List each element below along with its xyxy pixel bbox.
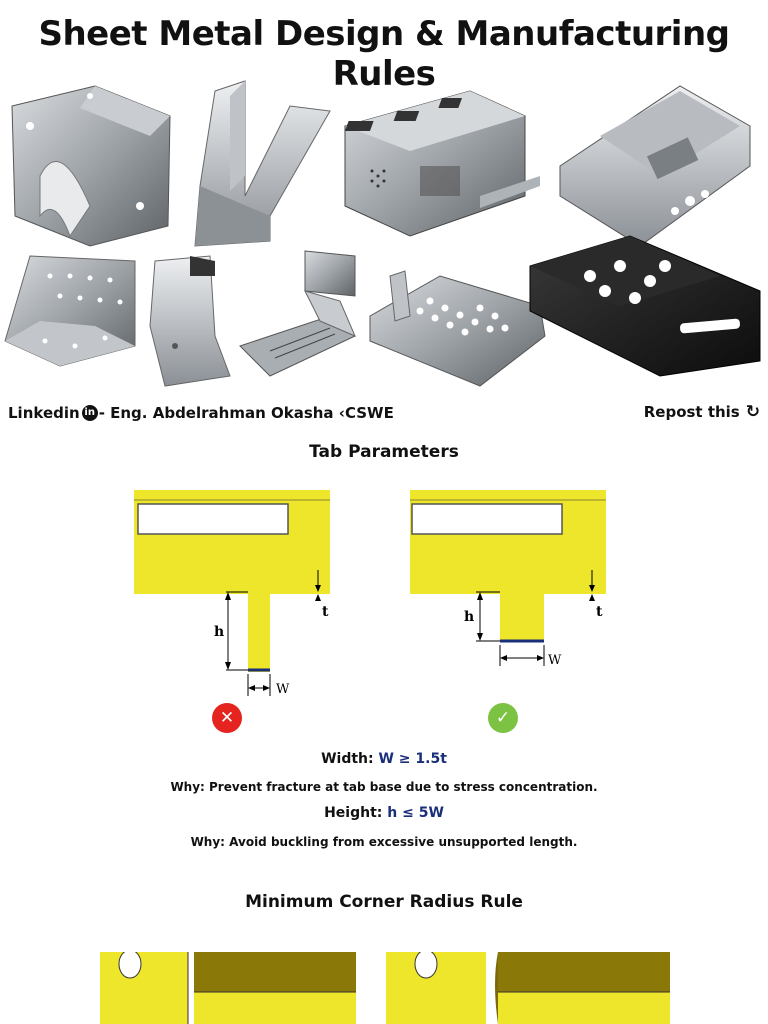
corner-radius-title: Minimum Corner Radius Rule <box>245 892 523 912</box>
part-photo-perforated-cover <box>369 270 546 387</box>
height-why: Why: Avoid buckling from excessive unsup… <box>190 835 578 849</box>
corner-diagram-right <box>386 952 670 1024</box>
repost-icon: ↻ <box>745 402 760 422</box>
width-rule: Width: W ≥ 1.5t <box>0 751 768 767</box>
sheet-metal-photo-grid <box>0 76 768 396</box>
tab-diagram-bad: h t W <box>134 490 330 697</box>
corner-diagram-left <box>100 952 356 1024</box>
linkedin-label: Linkedin <box>8 404 80 422</box>
linkedin-icon[interactable]: in <box>81 405 98 421</box>
height-rule-value: h ≤ 5W <box>387 805 444 821</box>
part-photo-bracket <box>11 85 171 247</box>
page-title: Sheet Metal Design & Manufacturing Rules <box>38 14 730 94</box>
part-photo-channel <box>194 80 331 247</box>
author-credit: Linkedin in - Eng. Abdelrahman Okasha ‹C… <box>8 404 394 422</box>
part-photo-vertical-bracket <box>149 255 231 387</box>
part-photo-angle-bracket <box>4 255 136 367</box>
good-t-label: t <box>596 604 603 620</box>
height-rule: Height: h ≤ 5W <box>0 805 768 821</box>
part-photo-hinge-bracket <box>239 250 356 377</box>
repost-link[interactable]: Repost this ↻ <box>644 402 760 422</box>
width-rule-label: Width: <box>321 751 374 767</box>
bad-design-x-icon: ✕ <box>212 703 242 733</box>
repost-label: Repost this <box>643 403 740 421</box>
width-why: Why: Prevent fracture at tab base due to… <box>170 780 598 794</box>
height-rule-label: Height: <box>324 805 383 821</box>
width-rule-value: W ≥ 1.5t <box>378 751 447 767</box>
good-w-label: W <box>548 653 562 668</box>
author-name: - Eng. Abdelrahman Okasha ‹CSWE <box>98 404 394 422</box>
tab-parameters-title: Tab Parameters <box>309 442 459 462</box>
bad-w-label: W <box>276 682 290 697</box>
part-photo-drive-tray <box>529 235 761 377</box>
bad-t-label: t <box>322 604 329 620</box>
good-design-check-icon: ✓ <box>488 703 518 733</box>
good-h-label: h <box>464 609 474 625</box>
part-photo-chassis <box>559 85 751 247</box>
part-photo-enclosure <box>344 90 540 237</box>
tab-diagram-good: h t W <box>410 490 606 668</box>
bad-h-label: h <box>214 624 224 640</box>
